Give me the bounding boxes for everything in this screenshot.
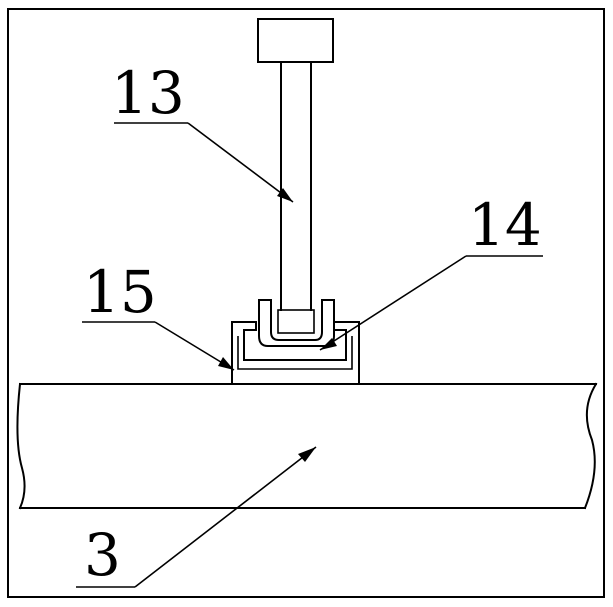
rod — [280, 61, 312, 311]
leader-14 — [319, 255, 543, 351]
leader-13 — [114, 122, 294, 203]
base-plate — [16, 382, 598, 510]
leader-15 — [82, 321, 235, 371]
outer-clamp — [231, 321, 360, 385]
callout-3: 3 — [84, 521, 121, 589]
rod-foot — [277, 309, 315, 334]
callout-13: 13 — [111, 59, 185, 127]
callout-14: 14 — [468, 191, 542, 259]
callout-15: 15 — [83, 258, 157, 326]
drawing-border — [7, 8, 605, 598]
clamp-liner — [237, 336, 353, 370]
leader-3 — [76, 446, 317, 588]
inner-bracket — [258, 299, 335, 347]
rod-cap — [257, 18, 334, 63]
